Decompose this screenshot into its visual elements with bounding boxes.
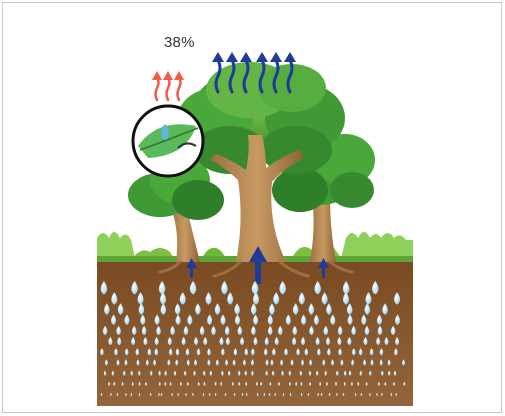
evaporation-arrows	[156, 78, 181, 100]
percentage-label: 38%	[164, 34, 195, 51]
transpiration-arrowheads	[212, 52, 296, 62]
evaporation-arrowheads	[152, 71, 184, 80]
leaf-magnifier	[133, 106, 203, 176]
